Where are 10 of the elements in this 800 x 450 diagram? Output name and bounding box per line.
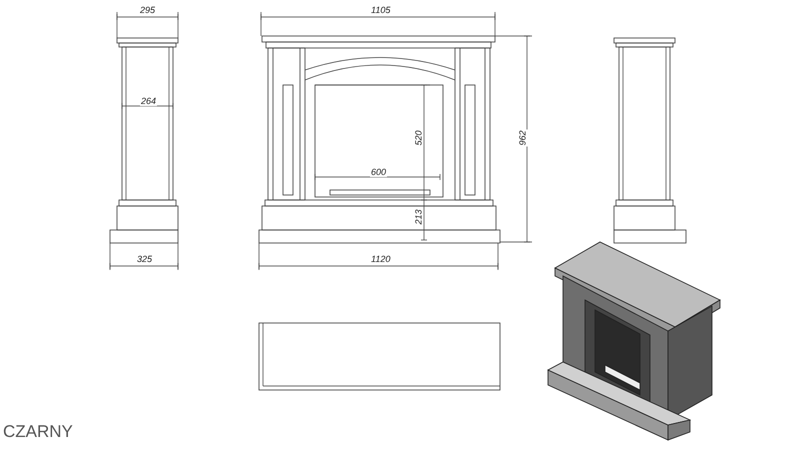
model-name-label: CZARNY xyxy=(2,422,74,442)
dimension-label: 325 xyxy=(136,254,154,264)
dimension-label: 295 xyxy=(139,5,156,15)
dimension-label: 1120 xyxy=(370,254,392,264)
dimension-label: 213 xyxy=(414,208,424,226)
dimension-label: 1105 xyxy=(370,5,392,15)
dimension-label: 962 xyxy=(518,129,528,147)
dimension-label: 264 xyxy=(140,96,158,106)
dimension-label: 600 xyxy=(370,167,388,177)
dimension-label: 520 xyxy=(414,129,424,147)
